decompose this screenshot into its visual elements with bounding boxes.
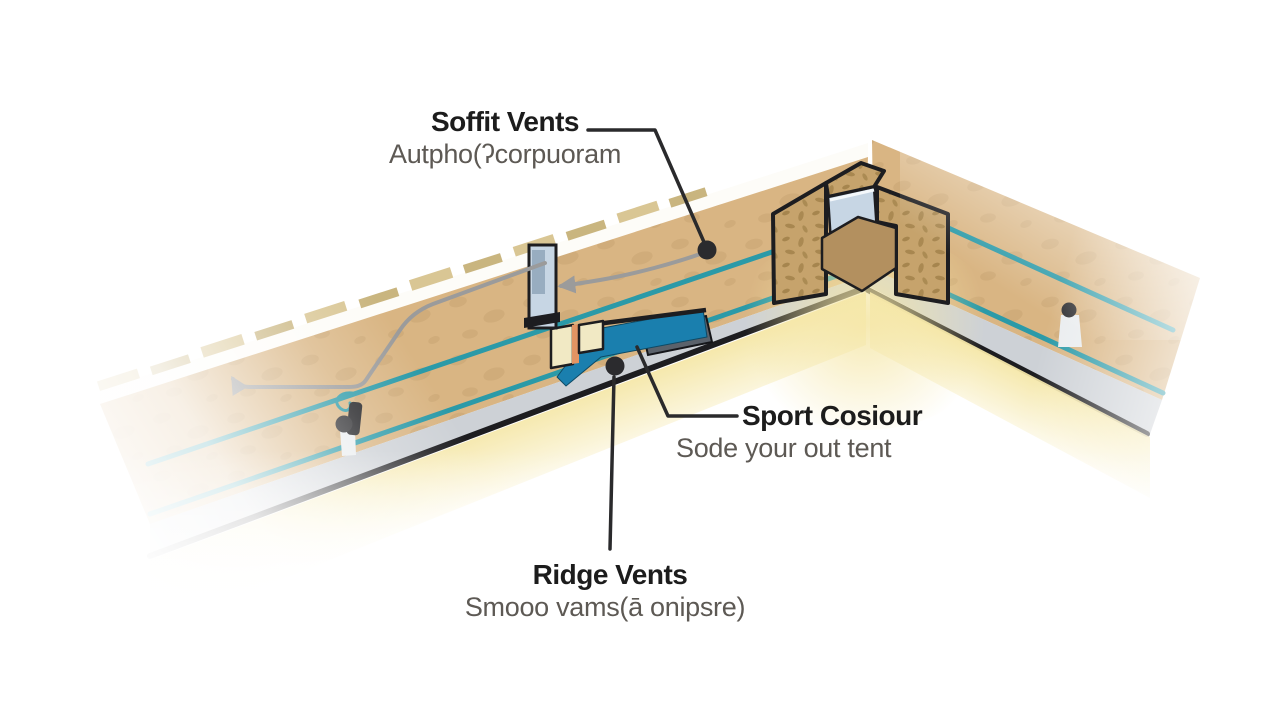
soffit-callout-dot-icon [697, 240, 717, 260]
sport-cosiour-label: Sport Cosiour [742, 400, 923, 431]
ridge-callout-line [608, 375, 616, 551]
ridge-callout-dot-icon [605, 356, 625, 376]
soffit-callout-line [586, 128, 709, 251]
soffit-vents-label: Soffit Vents [430, 106, 580, 137]
ridge-vents-sublabel: Smooo vams(ā onipsre) [464, 592, 746, 622]
sport-cosiour-sublabel: Sode your out tent [676, 433, 892, 463]
soffit-vents-sublabel: Autpho(ʔcorpuoram [388, 139, 622, 169]
callouts [586, 128, 739, 551]
ridge-vents-label: Ridge Vents [532, 559, 688, 590]
sport-callout-line [635, 345, 739, 418]
